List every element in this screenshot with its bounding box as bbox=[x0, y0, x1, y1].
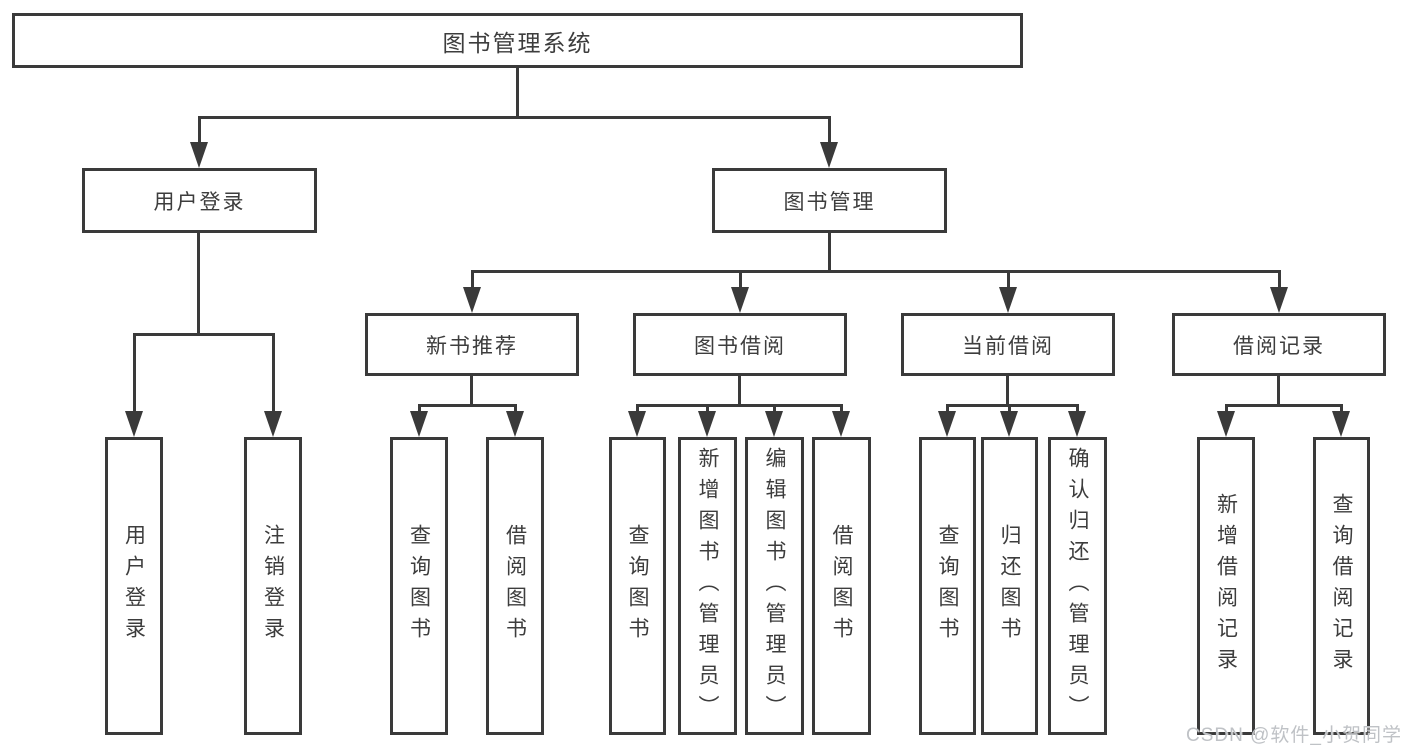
node-leaf-logout: 注销登录 bbox=[244, 437, 302, 735]
connector-root-drop bbox=[516, 68, 519, 118]
connector-book-borrow-drop bbox=[738, 376, 741, 407]
node-book-management: 图书管理 bbox=[712, 168, 947, 233]
arrow-down-icon bbox=[820, 117, 838, 168]
node-current-borrow: 当前借阅 bbox=[901, 313, 1115, 376]
node-leaf-query-books-current: 查询图书 bbox=[919, 437, 976, 735]
node-root: 图书管理系统 bbox=[12, 13, 1023, 68]
arrow-down-icon bbox=[1270, 271, 1288, 313]
connector-book-borrow-branch bbox=[636, 404, 843, 407]
arrow-down-icon bbox=[1068, 405, 1086, 437]
node-leaf-query-borrow-record: 查询借阅记录 bbox=[1313, 437, 1370, 735]
arrow-down-icon bbox=[999, 271, 1017, 313]
arrow-down-icon bbox=[1332, 405, 1350, 437]
arrow-down-icon bbox=[410, 405, 428, 437]
connector-current-borrow-drop bbox=[1006, 376, 1009, 407]
arrow-down-icon bbox=[765, 405, 783, 437]
node-leaf-add-book-admin: 新增图书（管理员） bbox=[678, 437, 737, 735]
node-leaf-user-login: 用户登录 bbox=[105, 437, 163, 735]
node-book-borrow: 图书借阅 bbox=[633, 313, 847, 376]
connector-user-login-drop bbox=[197, 233, 200, 335]
watermark: CSDN @软件_小贺同学 bbox=[1186, 725, 1402, 746]
arrow-down-icon bbox=[731, 271, 749, 313]
connector-current-borrow-branch bbox=[946, 404, 1079, 407]
node-leaf-query-books-borrow: 查询图书 bbox=[609, 437, 666, 735]
connector-book-management-drop bbox=[828, 233, 831, 273]
node-leaf-edit-book-admin: 编辑图书（管理员） bbox=[745, 437, 804, 735]
node-user-login: 用户登录 bbox=[82, 168, 317, 233]
node-leaf-add-borrow-record: 新增借阅记录 bbox=[1197, 437, 1255, 735]
connector-level2-branch bbox=[198, 116, 831, 119]
arrow-down-icon bbox=[832, 405, 850, 437]
connector-new-book-drop bbox=[470, 376, 473, 407]
node-leaf-query-books-recommend: 查询图书 bbox=[390, 437, 448, 735]
arrow-down-icon bbox=[125, 334, 143, 437]
node-borrow-records: 借阅记录 bbox=[1172, 313, 1386, 376]
arrow-down-icon bbox=[264, 334, 282, 437]
node-leaf-return-book: 归还图书 bbox=[981, 437, 1038, 735]
connector-borrow-records-branch bbox=[1225, 404, 1343, 407]
arrow-down-icon bbox=[463, 271, 481, 313]
node-leaf-borrow-books-recommend: 借阅图书 bbox=[486, 437, 544, 735]
connector-level3-branch bbox=[471, 270, 1281, 273]
arrow-down-icon bbox=[506, 405, 524, 437]
node-leaf-borrow-books: 借阅图书 bbox=[812, 437, 871, 735]
node-leaf-confirm-return-admin: 确认归还（管理员） bbox=[1048, 437, 1107, 735]
connector-borrow-records-drop bbox=[1277, 376, 1280, 407]
arrow-down-icon bbox=[1217, 405, 1235, 437]
arrow-down-icon bbox=[938, 405, 956, 437]
arrow-down-icon bbox=[1000, 405, 1018, 437]
arrow-down-icon bbox=[628, 405, 646, 437]
connector-user-login-branch bbox=[133, 333, 275, 336]
arrow-down-icon bbox=[698, 405, 716, 437]
arrow-down-icon bbox=[190, 117, 208, 168]
connector-new-book-branch bbox=[418, 404, 517, 407]
node-new-book-recommend: 新书推荐 bbox=[365, 313, 579, 376]
